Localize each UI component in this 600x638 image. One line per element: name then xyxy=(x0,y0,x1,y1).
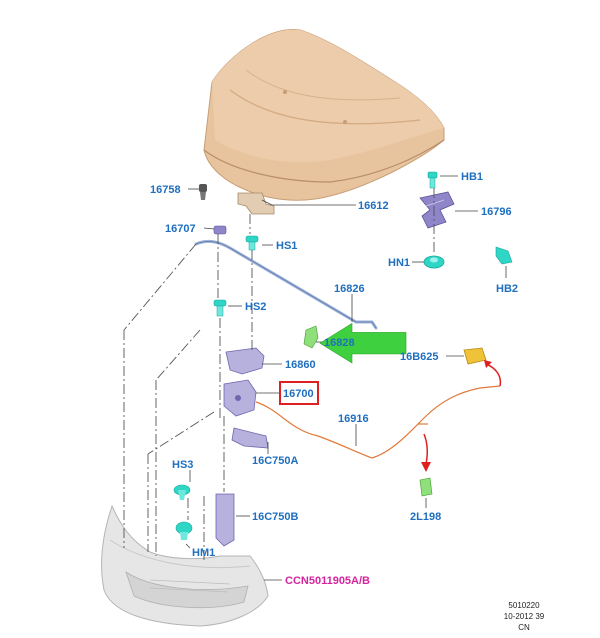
label-hb1: HB1 xyxy=(461,171,483,183)
leader-lines xyxy=(185,175,507,581)
hood-panel xyxy=(203,29,445,201)
screw-hs3 xyxy=(173,484,191,500)
label-hs2: HS2 xyxy=(245,301,266,313)
hood-latch-striker xyxy=(237,192,275,215)
label-16c750b: 16C750B xyxy=(252,511,299,523)
bolt-hb1 xyxy=(427,171,438,189)
screw-hs2 xyxy=(213,299,227,317)
label-hm1: HM1 xyxy=(192,547,215,559)
hood-hinge xyxy=(419,191,455,229)
release-handle xyxy=(463,347,487,365)
bumper-stop xyxy=(199,184,207,200)
label-16916: 16916 xyxy=(338,413,369,425)
label-16828: 16828 xyxy=(324,337,355,349)
assembly-centerlines xyxy=(123,188,435,560)
label-hn1: HN1 xyxy=(388,257,410,269)
nut-hn1 xyxy=(423,255,445,269)
highlight-box-16700 xyxy=(279,381,319,405)
bracket-16c750a xyxy=(231,427,269,449)
ref-line-2: 10-2012 39 xyxy=(504,612,545,621)
green-pointer-arrow xyxy=(319,322,407,364)
label-2l198: 2L198 xyxy=(410,511,441,523)
label-hs1: HS1 xyxy=(276,240,297,252)
bolt-hb2 xyxy=(495,246,513,265)
red-arrow-upper xyxy=(484,360,502,387)
bracket-16c750b xyxy=(215,493,235,547)
label-16700: 16700 xyxy=(283,388,314,400)
release-cable xyxy=(255,385,501,459)
prop-rod-clip xyxy=(303,325,319,349)
label-16c750a: 16C750A xyxy=(252,455,299,467)
ref-line-1: 5010220 xyxy=(508,601,540,610)
red-arrow-lower xyxy=(421,433,431,472)
label-16707: 16707 xyxy=(165,223,196,235)
label-16b625: 16B625 xyxy=(400,351,439,363)
screw-hm1 xyxy=(175,521,193,540)
screw-hs1 xyxy=(245,235,259,251)
hood-latch xyxy=(223,379,257,417)
ref-line-3: CN xyxy=(518,623,530,632)
label-16612: 16612 xyxy=(358,200,389,212)
label-16826: 16826 xyxy=(334,283,365,295)
support-rod-clip xyxy=(213,225,227,235)
label-16758: 16758 xyxy=(150,184,181,196)
front-bumper xyxy=(101,504,269,627)
latch-bracket xyxy=(225,347,265,375)
label-hb2: HB2 xyxy=(496,283,518,295)
label-16796: 16796 xyxy=(481,206,512,218)
label-ccn: CCN5011905A/B xyxy=(285,575,370,587)
label-hs3: HS3 xyxy=(172,459,193,471)
cable-clip-2l198 xyxy=(419,477,433,497)
label-16860: 16860 xyxy=(285,359,316,371)
